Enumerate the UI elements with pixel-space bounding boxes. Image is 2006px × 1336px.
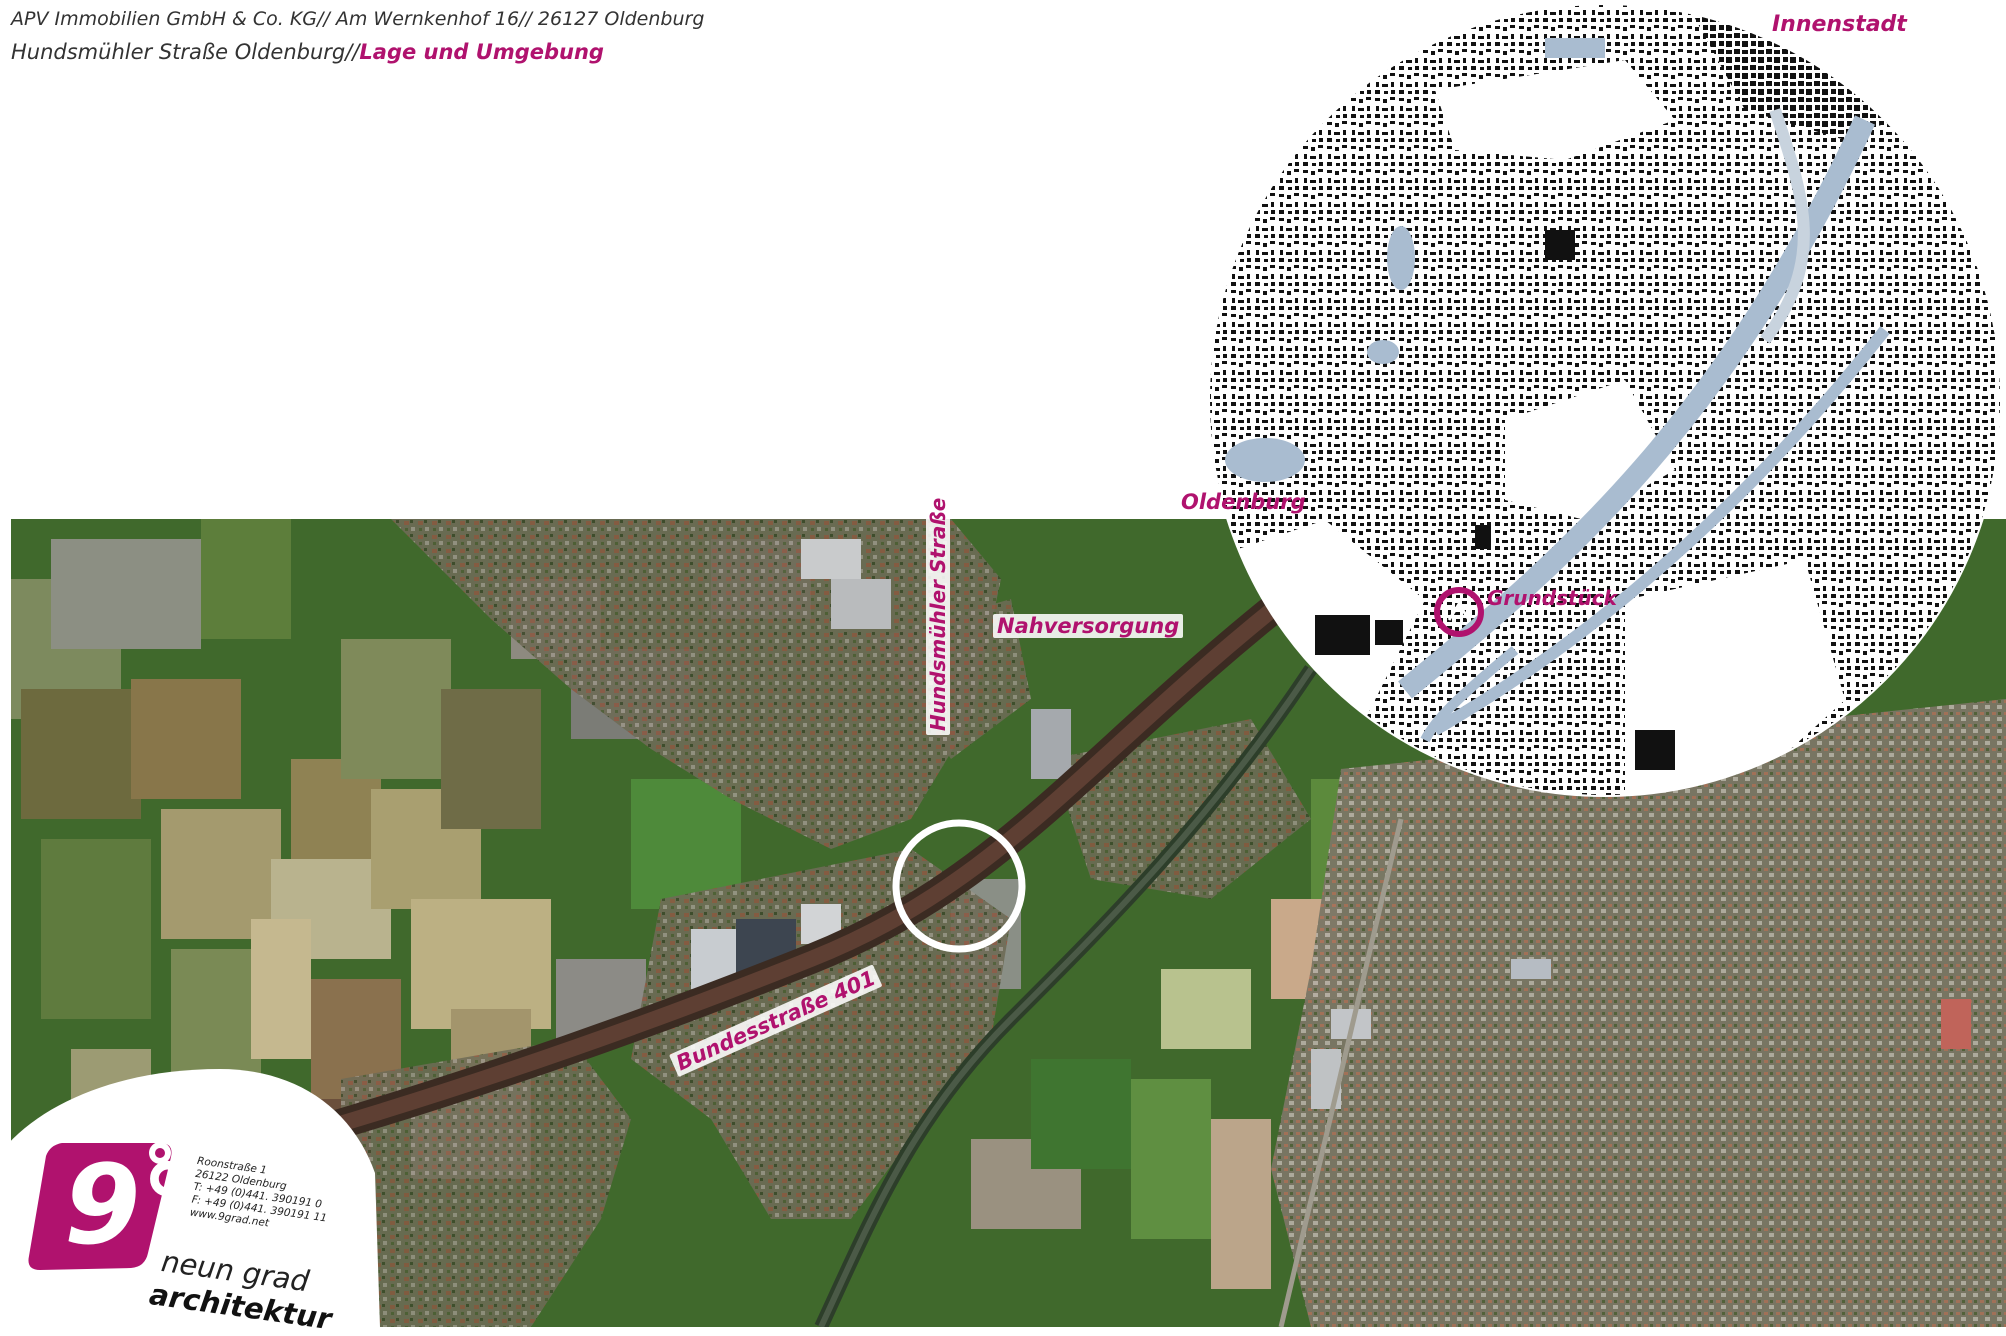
site-marker-circle bbox=[892, 819, 1026, 953]
label-nahversorgung: Nahversorgung bbox=[993, 614, 1184, 638]
header-address: APV Immobilien GmbH & Co. KG// Am Wernke… bbox=[11, 8, 705, 30]
label-oldenburg: Oldenburg bbox=[1181, 490, 1306, 514]
logo-symbol: 9° bbox=[64, 1141, 196, 1269]
header-title-accent: Lage und Umgebung bbox=[359, 40, 604, 64]
logo-area: 9° bbox=[0, 1063, 380, 1327]
grundstueck-marker bbox=[1434, 587, 1484, 637]
header-title-prefix: Hundsmühler Straße Oldenburg// bbox=[11, 40, 360, 64]
label-innenstadt: Innenstadt bbox=[1772, 12, 1907, 37]
logo-mark bbox=[28, 1143, 172, 1270]
fields bbox=[11, 519, 1431, 1289]
label-hundsmuehler-strasse: Hundsmühler Straße bbox=[926, 493, 950, 735]
inset-content bbox=[1209, 4, 2001, 796]
road-b401 bbox=[256, 567, 1321, 1162]
header-title: Hundsmühler Straße Oldenburg//Lage und U… bbox=[11, 40, 604, 64]
label-grundstueck: Grundstück bbox=[1487, 586, 1617, 610]
buildings bbox=[691, 539, 1971, 1109]
figure-ground-inset-map[interactable] bbox=[1205, 0, 2005, 808]
